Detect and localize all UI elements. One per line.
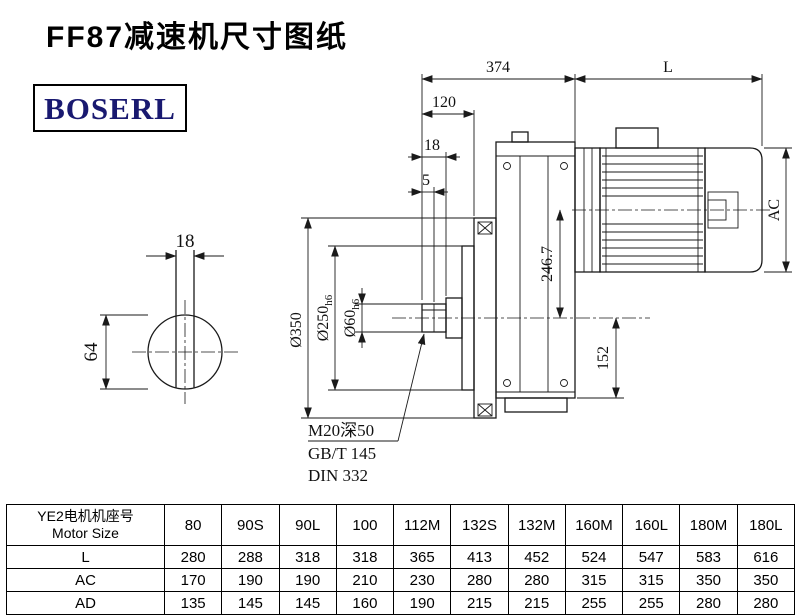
dim-motor-diameter: AC [766,199,783,221]
column-header: 90S [221,504,280,546]
table-cell: 210 [335,568,395,592]
table-cell: 288 [221,545,280,569]
table-cell: 280 [163,545,223,569]
dim-total-length: 374 [486,59,510,76]
motor-size-table: YE2电机机座号 Motor Size 80 90S 90L 100 112M … [6,504,796,615]
brand-logo-text: BOSERL [44,90,176,126]
table-cell: 452 [507,545,566,569]
row-label: AD [6,591,165,615]
dim-axis-height: 246.7 [539,246,556,282]
table-cell: 524 [564,545,624,569]
table-cell: 280 [736,591,796,615]
gearbox-side-view [392,127,770,419]
dim-shaft: Ø60h6 [342,298,362,337]
column-header: 132M [507,504,566,546]
thread-note: M20深50 GB/T 145 DIN 332 [308,333,426,485]
table-cell: 365 [393,545,452,569]
dim-key-width: 18 [176,231,195,252]
table-cell: 315 [564,568,624,592]
table-cell: 616 [736,545,796,569]
motor-size-header-en: Motor Size [52,525,119,541]
column-header: 180L [736,504,796,546]
table-cell: 318 [278,545,337,569]
column-header: 90L [278,504,337,546]
table-cell: 190 [393,591,452,615]
table-cell: 583 [679,545,738,569]
table-cell: 255 [564,591,624,615]
dim-motor-length: L [663,59,673,76]
dim-152: 152 [595,346,612,370]
table-cell: 350 [736,568,796,592]
table-header-row: YE2电机机座号 Motor Size 80 90S 90L 100 112M … [6,504,796,546]
table-cell: 215 [507,591,566,615]
table-cell: 190 [278,568,337,592]
dim-120: 120 [432,94,456,111]
table-row-AC: AC 170 190 190 210 230 280 280 315 315 3… [6,568,796,592]
row-label: AC [6,568,165,592]
column-header: 112M [393,504,452,546]
dim-spigot-main: Ø250 [315,306,332,342]
table-cell: 547 [622,545,681,569]
dim-18: 18 [424,137,440,154]
shaft-end-view: 18 64 [81,231,238,404]
row-label: L [6,545,165,569]
column-header: 80 [163,504,223,546]
table-cell: 350 [679,568,738,592]
dim-5: 5 [422,172,430,189]
column-header: 160M [564,504,624,546]
table-cell: 413 [450,545,509,569]
note-standard-gbt: GB/T 145 [308,444,376,463]
dim-spigot: Ø250h6 [315,294,335,341]
table-cell: 315 [622,568,681,592]
table-cell: 170 [163,568,223,592]
dim-spigot-fit: h6 [323,294,335,306]
table-cell: 135 [163,591,223,615]
brand-logo: BOSERL [33,84,187,132]
table-row-L: L 280 288 318 318 365 413 452 524 547 58… [6,545,796,569]
table-cell: 318 [335,545,395,569]
table-cell: 145 [278,591,337,615]
dim-shaft-fit: h6 [350,298,362,310]
table-cell: 255 [622,591,681,615]
column-header: 180M [679,504,738,546]
note-standard-din: DIN 332 [308,466,368,485]
table-cell: 190 [221,568,280,592]
dim-flange-od: Ø350 [288,312,305,348]
table-cell: 145 [221,591,280,615]
dim-shaft-height: 64 [81,342,102,362]
column-header: 160L [622,504,681,546]
table-cell: 280 [679,591,738,615]
dim-shaft-main: Ø60 [342,310,359,338]
dimensions: 374 L 120 18 5 246.7 152 AC Ø350 [288,59,792,419]
page-title: FF87减速机尺寸图纸 [46,21,349,54]
table-row-AD: AD 135 145 145 160 190 215 215 255 255 2… [6,591,796,615]
motor-size-header: YE2电机机座号 Motor Size [6,504,165,546]
table-cell: 280 [507,568,566,592]
table-cell: 215 [450,591,509,615]
table-cell: 160 [335,591,395,615]
column-header: 132S [450,504,509,546]
note-thread: M20深50 [308,421,374,440]
table-cell: 280 [450,568,509,592]
column-header: 100 [335,504,395,546]
table-cell: 230 [393,568,452,592]
motor-size-header-cn: YE2电机机座号 [37,507,134,524]
